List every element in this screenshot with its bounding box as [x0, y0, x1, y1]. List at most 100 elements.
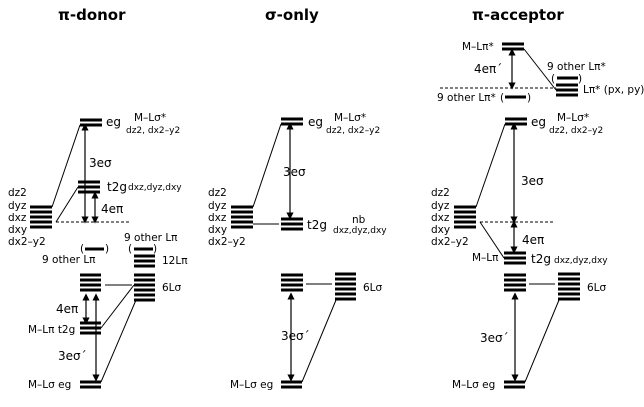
- label-l-pi-star: Lπ* (px, py): [583, 84, 644, 96]
- label-gap-sigma-prime: 3eσ´: [281, 329, 310, 343]
- level-ml-mixed: [80, 273, 101, 292]
- label-gap-sigma: 3eσ: [283, 165, 306, 179]
- paren: (: [80, 243, 84, 255]
- label-other-pi-right: 9 other Lπ: [124, 232, 178, 244]
- level-eg-top: [505, 117, 527, 126]
- paren: ): [527, 92, 531, 104]
- label-d-orbital: dxz: [8, 212, 27, 224]
- connector: [100, 299, 137, 383]
- level-t2g: [504, 251, 526, 265]
- panel-sigma-only: σ-only eg M–Lσ* dz2, dx2–y2 3eσ t2g nb d…: [208, 6, 387, 391]
- label-eg-desc: M–Lσ*: [334, 112, 366, 124]
- level-eg-bottom: [80, 380, 101, 389]
- level-ml-pi-t2g: [80, 321, 101, 335]
- label-d-orbital: dyz: [8, 200, 27, 212]
- level-eg-bottom: [504, 380, 525, 389]
- label-t2g-prefix: M–Lπ: [472, 252, 499, 264]
- label-t2g: t2g: [307, 218, 327, 232]
- label-d-orbital: dx2–y2: [431, 236, 469, 248]
- label-d-orbital: dxy: [208, 224, 227, 236]
- label-d-orbital: dxy: [431, 224, 450, 236]
- level-ligand-stack: [134, 254, 155, 302]
- label-other-pi-left: 9 other Lπ: [42, 254, 96, 266]
- label-d-orbital: dx2–y2: [208, 236, 246, 248]
- panel-pi-acceptor: π-acceptor M–Lπ* 4eπ´ 9 other Lπ* ( ) 9 …: [431, 6, 644, 391]
- label-d-orbital: dz2: [8, 187, 27, 199]
- level-eg-top: [281, 117, 303, 126]
- label-t2g-orbitals: dxz,dyz,dxy: [128, 183, 182, 193]
- label-t2g: t2g: [531, 252, 551, 266]
- level-ml-mixed: [281, 273, 303, 292]
- level-ml-pi-star: [502, 42, 524, 51]
- label-d-orbital: dx2–y2: [8, 236, 46, 248]
- level-d-orbitals: [231, 205, 253, 229]
- label-other-pi-star-right: 9 other Lπ*: [547, 61, 606, 73]
- label-gap-sigma-prime: 3eσ´: [480, 331, 509, 345]
- label-eg-orbitals: dz2, dx2–y2: [326, 126, 380, 136]
- level-t2g-nb: [281, 217, 303, 231]
- panel-pi-donor: π-donor eg M–Lσ* dz2, dx2–y2 t2g dxz,dyz…: [8, 6, 188, 391]
- label-d-orbital: dxz: [208, 212, 227, 224]
- label-gap-pi-lower: 4eπ: [56, 302, 78, 316]
- paren: (: [500, 92, 504, 104]
- label-ml-pi-star: M–Lπ*: [462, 41, 494, 53]
- connector: [524, 299, 560, 383]
- level-eg-bottom: [281, 380, 302, 389]
- label-eg-bottom: M–Lσ eg: [230, 379, 273, 391]
- connector: [523, 48, 557, 91]
- label-gap-sigma: 3eσ: [89, 156, 112, 170]
- label-12-lpi: 12Lπ: [162, 255, 188, 267]
- connector: [51, 124, 81, 208]
- label-6-lsigma: 6Lσ: [587, 282, 607, 294]
- panel-title: σ-only: [265, 6, 319, 24]
- label-eg-bottom: M–Lσ eg: [28, 379, 71, 391]
- label-ml-pi-t2g: M–Lπ t2g: [28, 324, 75, 336]
- label-6-lsigma: 6Lσ: [162, 282, 182, 294]
- label-gap-pi-prime: 4eπ´: [474, 62, 502, 76]
- label-eg-desc: M–Lσ*: [557, 112, 589, 124]
- label-other-pi-star-left: 9 other Lπ*: [437, 92, 496, 104]
- label-gap-sigma-prime: 3eσ´: [58, 349, 87, 363]
- label-d-orbital: dyz: [431, 200, 450, 212]
- label-eg-orbitals: dz2, dx2–y2: [549, 126, 603, 136]
- label-gap-pi: 4eπ: [101, 202, 123, 216]
- connector: [55, 186, 79, 223]
- label-t2g-orbitals: dxz,dyz,dxy: [333, 226, 387, 236]
- connector: [252, 123, 282, 208]
- connector: [301, 299, 337, 383]
- label-gap-pi: 4eπ: [522, 233, 544, 247]
- label-d-orbital: dxy: [8, 224, 27, 236]
- label-gap-sigma: 3eσ: [521, 174, 544, 188]
- label-d-orbital: dz2: [431, 187, 450, 199]
- label-d-orbital: dz2: [208, 187, 227, 199]
- paren: ): [153, 243, 157, 255]
- label-eg-desc: M–Lσ*: [134, 112, 166, 124]
- label-d-orbital: dyz: [208, 200, 227, 212]
- level-6-lsigma: [558, 272, 580, 301]
- panel-title: π-acceptor: [472, 6, 564, 24]
- paren: ): [578, 73, 582, 85]
- paren: ): [105, 243, 109, 255]
- level-t2g: [78, 180, 100, 194]
- label-t2g-orbitals: dxz,dyz,dxy: [554, 256, 608, 266]
- label-nb: nb: [352, 214, 366, 226]
- label-eg-top: eg: [106, 115, 121, 129]
- connector: [100, 284, 135, 329]
- level-l-pi-star: [556, 83, 578, 97]
- label-eg-top: eg: [531, 115, 546, 129]
- level-ml-mixed: [504, 273, 526, 292]
- label-d-orbital: dxz: [431, 212, 450, 224]
- level-6-lsigma: [335, 272, 356, 301]
- level-eg-top: [80, 118, 102, 127]
- paren: (: [128, 243, 132, 255]
- label-eg-bottom: M–Lσ eg: [452, 379, 495, 391]
- label-eg-top: eg: [308, 115, 323, 129]
- level-d-orbitals: [454, 205, 476, 229]
- panel-title: π-donor: [58, 6, 126, 24]
- label-t2g: t2g: [107, 180, 127, 194]
- label-6-lsigma: 6Lσ: [363, 282, 383, 294]
- level-d-orbitals: [30, 205, 52, 229]
- connector: [479, 221, 505, 259]
- paren: (: [551, 73, 555, 85]
